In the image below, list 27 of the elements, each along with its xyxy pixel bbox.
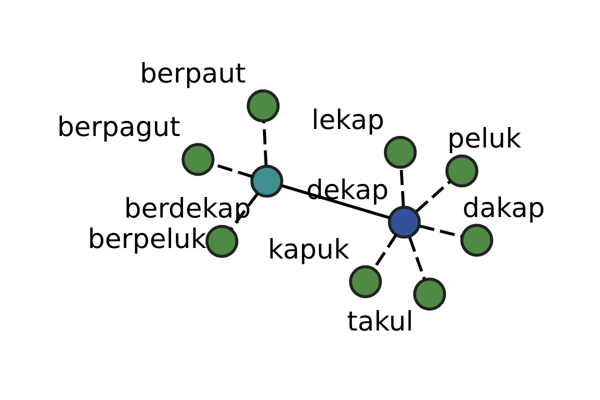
node-label: berpaut [140,58,246,90]
node-circle [182,143,215,176]
node-circle [388,206,421,239]
connector [281,184,390,220]
node-circle [445,154,478,188]
node-circle [349,265,382,298]
node-circle [413,278,446,311]
node-label: berpagut [57,112,180,144]
connector [419,224,462,238]
node-circle [250,164,284,198]
node-circle [246,89,280,122]
node-circle [460,224,494,257]
node-label: kapuk [268,234,350,266]
node-label: dekap [306,174,389,206]
connector [230,193,258,230]
node-label: berpeluk [88,224,206,255]
connector [400,167,405,206]
node-label: peluk [447,124,522,155]
node-label: takul [347,306,414,338]
node-circle [205,224,238,258]
node-label: berdekap [124,194,251,225]
node-label: lekap [312,104,384,136]
connector [416,180,452,212]
connector [262,122,268,166]
connector [408,236,426,280]
node-label: dakap [462,192,545,224]
node-circle [384,136,417,169]
